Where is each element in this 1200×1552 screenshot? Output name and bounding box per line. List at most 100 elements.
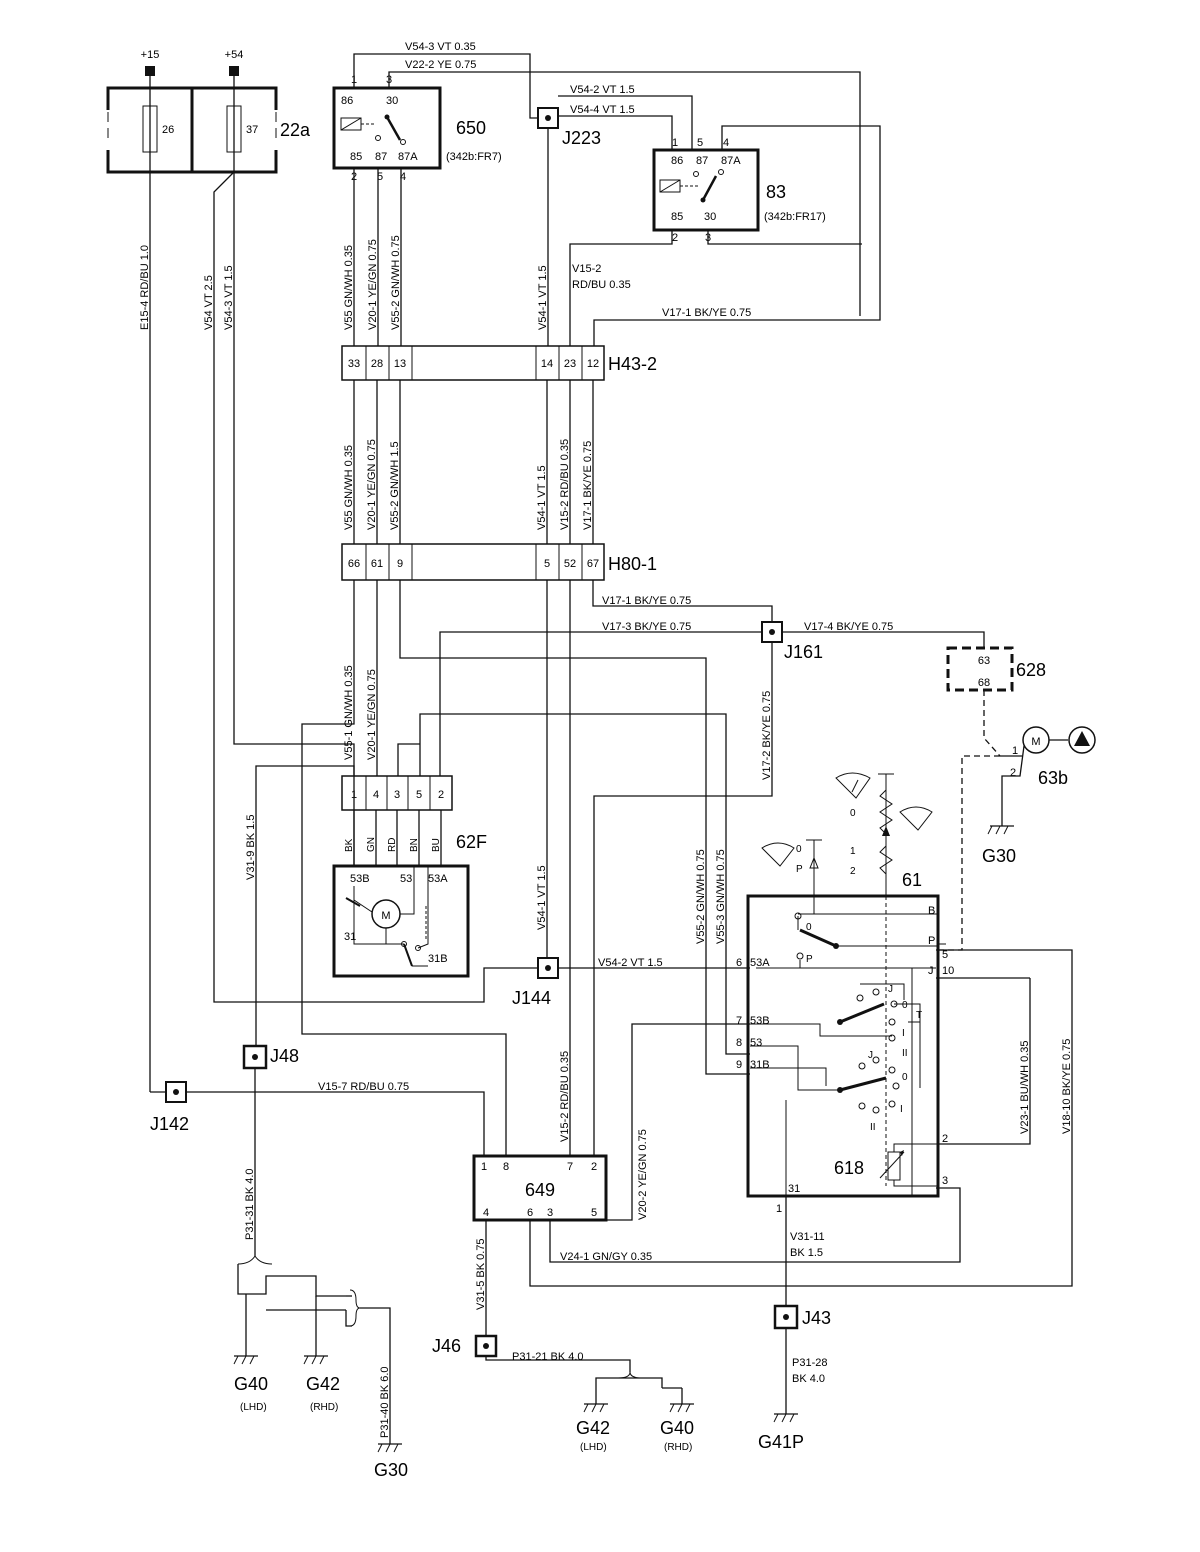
g30-right-label: G30: [982, 846, 1016, 866]
m649-pin6: 6: [527, 1207, 533, 1219]
fuse-26-label: 26: [162, 124, 174, 136]
relay650-pin5: 5: [377, 171, 383, 183]
sw-t-j: J: [928, 965, 934, 977]
wire-v54-3-top-label: V54-3 VT 0.35: [405, 41, 476, 53]
relay650-t87a: 87A: [398, 151, 418, 163]
wire-v55-1-label: V55-1 GN/WH 0.35: [343, 665, 355, 760]
h43-pin-33: 33: [348, 358, 360, 370]
m62f-pin4: 4: [373, 789, 379, 801]
relay650-ref: (342b:FR7): [446, 151, 502, 163]
fusebox-id: 22a: [280, 120, 311, 140]
m62f-color-bu: BU: [431, 838, 442, 852]
relay83-pin1: 1: [672, 137, 678, 149]
h43-to-h80-wires: V55 GN/WH 0.35 V20-1 YE/GN 0.75 V55-2 GN…: [343, 380, 594, 544]
relay650-top-wires: V54-3 VT 0.35 V22-2 YE 0.75: [353, 41, 861, 316]
relay650-t85: 85: [350, 151, 362, 163]
sw-pin3: 3: [942, 1175, 948, 1187]
m649-pin4: 4: [483, 1207, 489, 1219]
h80-pin-67: 67: [587, 558, 599, 570]
m62f-t53a: 53A: [428, 873, 448, 885]
h43-pin-28: 28: [371, 358, 383, 370]
wire-v24-1-label: V24-1 GN/GY 0.35: [560, 1251, 652, 1263]
ground-g41p: G41P: [758, 1413, 804, 1452]
g40-rhd-sub: (RHD): [664, 1442, 692, 1453]
m62f-m: M: [381, 910, 390, 922]
sym-p-left: P: [796, 864, 803, 875]
sym-1: 1: [850, 846, 856, 857]
wire-v55-3-label: V55-3 GN/WH 0.75: [715, 849, 727, 944]
wire-p31-40-label: P31-40 BK 6.0: [379, 1366, 391, 1438]
splice-j223: J223 V54-2 VT 1.5 V54-4 VT 1.5: [537, 84, 693, 346]
wire-v15-2-a-label: V15-2: [572, 263, 601, 275]
wire-v15-2-low-label: V15-2 RD/BU 0.35: [559, 1051, 571, 1142]
wire-p31-28-b-label: BK 4.0: [792, 1373, 825, 1385]
wire-v55-mid-label: V55 GN/WH 0.35: [343, 445, 355, 530]
wire-v17-1-h-label: V17-1 BK/YE 0.75: [602, 595, 691, 607]
fuse-wires: E15-4 RD/BU 1.0 V54 VT 2.5 V54-3 VT 1.5: [139, 171, 540, 1093]
m62f-color-bk: BK: [344, 838, 355, 852]
g41p-label: G41P: [758, 1432, 804, 1452]
wiper-motor-62f: 1 4 3 5 2 BK GN RD BN BU 62F 53B 53 53A …: [332, 775, 487, 978]
m62f-t31: 31: [344, 931, 356, 943]
m62f-t53: 53: [400, 873, 412, 885]
wire-p31-21-label: P31-21 BK 4.0: [512, 1351, 584, 1363]
module-628: 63 68 628: [936, 646, 1046, 951]
ground-g30-bottom: G30: [374, 1443, 408, 1480]
wiper-icon-2: [899, 806, 933, 831]
module-649: 1 8 7 2 4 6 3 5 649: [472, 1154, 608, 1222]
sw-lower-0: 0: [902, 1072, 908, 1083]
wire-v20-1-low-label: V20-1 YE/GN 0.75: [366, 669, 378, 760]
j144-label: J144: [512, 988, 551, 1008]
m62f-t31b: 31B: [428, 953, 448, 965]
wire-v17-3-label: V17-3 BK/YE 0.75: [602, 621, 691, 633]
sw-t31b: 31B: [750, 1059, 770, 1071]
sw-upper-t: T: [916, 1010, 922, 1021]
splice-j142: J142 V15-7 RD/BU 0.75: [150, 1081, 485, 1156]
wire-v15-7-label: V15-7 RD/BU 0.75: [318, 1081, 409, 1093]
sw-pin10: 10: [942, 965, 954, 977]
g40-lhd-sub: (LHD): [240, 1402, 267, 1413]
wire-v20-1-mid-label: V20-1 YE/GN 0.75: [366, 439, 378, 530]
wire-v31-9-label: V31-9 BK 1.5: [245, 815, 257, 880]
sw-t6: 6: [736, 957, 742, 969]
m649-pin8: 8: [503, 1161, 509, 1173]
sw-t53: 53: [750, 1037, 762, 1049]
pump-motor-m: M: [1031, 736, 1040, 748]
wire-v54-1-low-label: V54-1 VT 1.5: [536, 865, 548, 930]
m649-id: 649: [525, 1180, 555, 1200]
wire-v15-2-mid-label: V15-2 RD/BU 0.35: [559, 439, 571, 530]
h43-2-id: H43-2: [608, 354, 657, 374]
splice-j43: V31-11 BK 1.5 J43 P31-28 BK 4.0: [773, 1196, 831, 1414]
g40-lhd-label: G40: [234, 1374, 268, 1394]
sw-t7: 7: [736, 1015, 742, 1027]
relay83-wires: V15-2 RD/BU 0.35 V17-1 BK/YE 0.75: [569, 125, 881, 346]
m649-pin1: 1: [481, 1161, 487, 1173]
wire-v54-label: V54 VT 2.5: [203, 275, 215, 330]
terminal-plus15: [145, 66, 155, 76]
wire-v55-up-label: V55 GN/WH 0.35: [343, 245, 355, 330]
relay83-pin5: 5: [697, 137, 703, 149]
module628-pin68: 68: [978, 677, 990, 689]
terminal-plus54: [229, 66, 239, 76]
wire-v54-1-up-label: V54-1 VT 1.5: [537, 265, 549, 330]
splice-j161: J161: [761, 621, 823, 662]
pump-63b: M 1 2 63b G30: [982, 726, 1096, 866]
relay650-pin4: 4: [400, 171, 406, 183]
relay650-t86: 86: [341, 95, 353, 107]
h43-pin-23: 23: [564, 358, 576, 370]
sw-upper-j: J: [888, 984, 893, 995]
wiper-icon-1: [835, 772, 871, 799]
wire-v23-1-label: V23-1 BU/WH 0.35: [1019, 1040, 1031, 1134]
sw-upper-0: 0: [902, 1000, 908, 1011]
sw-upper-i: I: [902, 1028, 905, 1039]
ground-g40-lhd: G40 (LHD): [233, 1355, 268, 1413]
wire-v31-11-b-label: BK 1.5: [790, 1247, 823, 1259]
m62f-color-rd: RD: [387, 838, 398, 852]
j46-label: J46: [432, 1336, 461, 1356]
module628-id: 628: [1016, 660, 1046, 680]
ground-split-left: P31-40 BK 6.0: [237, 1255, 391, 1444]
m62f-id: 62F: [456, 832, 487, 852]
h80-pin-5: 5: [544, 558, 550, 570]
relay650-t30: 30: [386, 95, 398, 107]
relay83-t87a: 87A: [721, 155, 741, 167]
